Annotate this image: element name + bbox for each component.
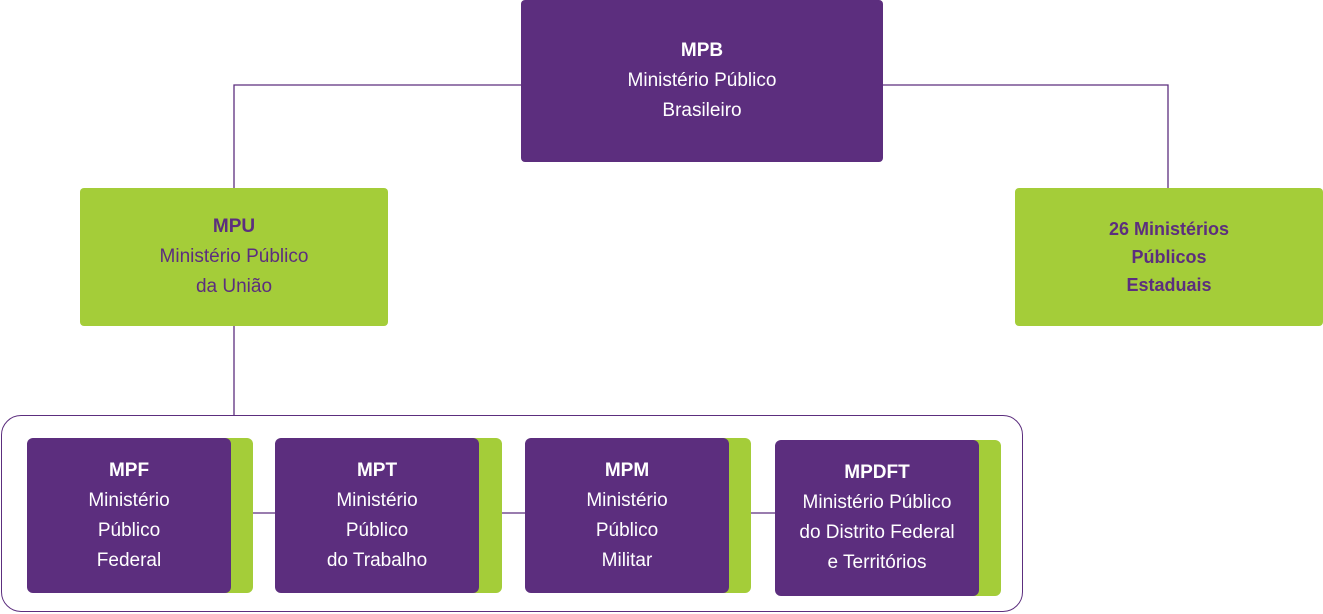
card-mpdft-line1: Ministério Público <box>802 492 952 513</box>
connector-mpb-to-estaduais <box>883 84 1169 188</box>
mpu-branches-group <box>1 415 1023 612</box>
node-estaduais-line2: Públicos <box>1131 247 1207 267</box>
card-mpdft: MPDFT Ministério Público do Distrito Fed… <box>775 440 979 596</box>
card-mpf-line3: Federal <box>96 549 162 571</box>
card-mpf: MPF Ministério Público Federal <box>27 438 231 593</box>
card-mpm-abbr: MPM <box>604 459 650 481</box>
node-mpb-line1: Ministério Público <box>627 70 777 91</box>
card-mpm: MPM Ministério Público Militar <box>525 438 729 593</box>
card-mpm-line3: Militar <box>601 549 653 571</box>
connector-mpb-to-mpu <box>233 84 521 188</box>
node-mpu-line1: Ministério Público <box>159 246 309 267</box>
card-mpt: MPT Ministério Público do Trabalho <box>275 438 479 593</box>
card-mpdft-line2: do Distrito Federal <box>799 522 955 543</box>
card-mpf-line2: Público <box>97 519 161 541</box>
node-mpu: MPU Ministério Público da União <box>80 188 388 326</box>
node-estaduais: 26 Ministérios Públicos Estaduais <box>1015 188 1323 326</box>
card-mpf-line1: Ministério <box>88 489 170 511</box>
node-estaduais-line3: Estaduais <box>1126 275 1212 295</box>
card-mpt-line1: Ministério <box>336 489 418 511</box>
node-mpu-abbr: MPU <box>212 216 256 237</box>
node-mpb: MPB Ministério Público Brasileiro <box>521 0 883 162</box>
node-mpu-line2: da União <box>195 276 273 297</box>
node-mpb-abbr: MPB <box>680 40 724 61</box>
card-mpdft-line3: e Territórios <box>827 552 927 573</box>
card-mpt-line2: Público <box>345 519 409 541</box>
card-mpdft-abbr: MPDFT <box>844 462 910 483</box>
card-mpm-line1: Ministério <box>586 489 668 511</box>
node-mpb-line2: Brasileiro <box>662 100 742 121</box>
card-mpf-abbr: MPF <box>108 459 150 481</box>
card-mpt-line3: do Trabalho <box>326 549 428 571</box>
card-mpt-abbr: MPT <box>356 459 398 481</box>
node-estaduais-line1: 26 Ministérios <box>1108 219 1230 239</box>
card-mpm-line2: Público <box>595 519 659 541</box>
